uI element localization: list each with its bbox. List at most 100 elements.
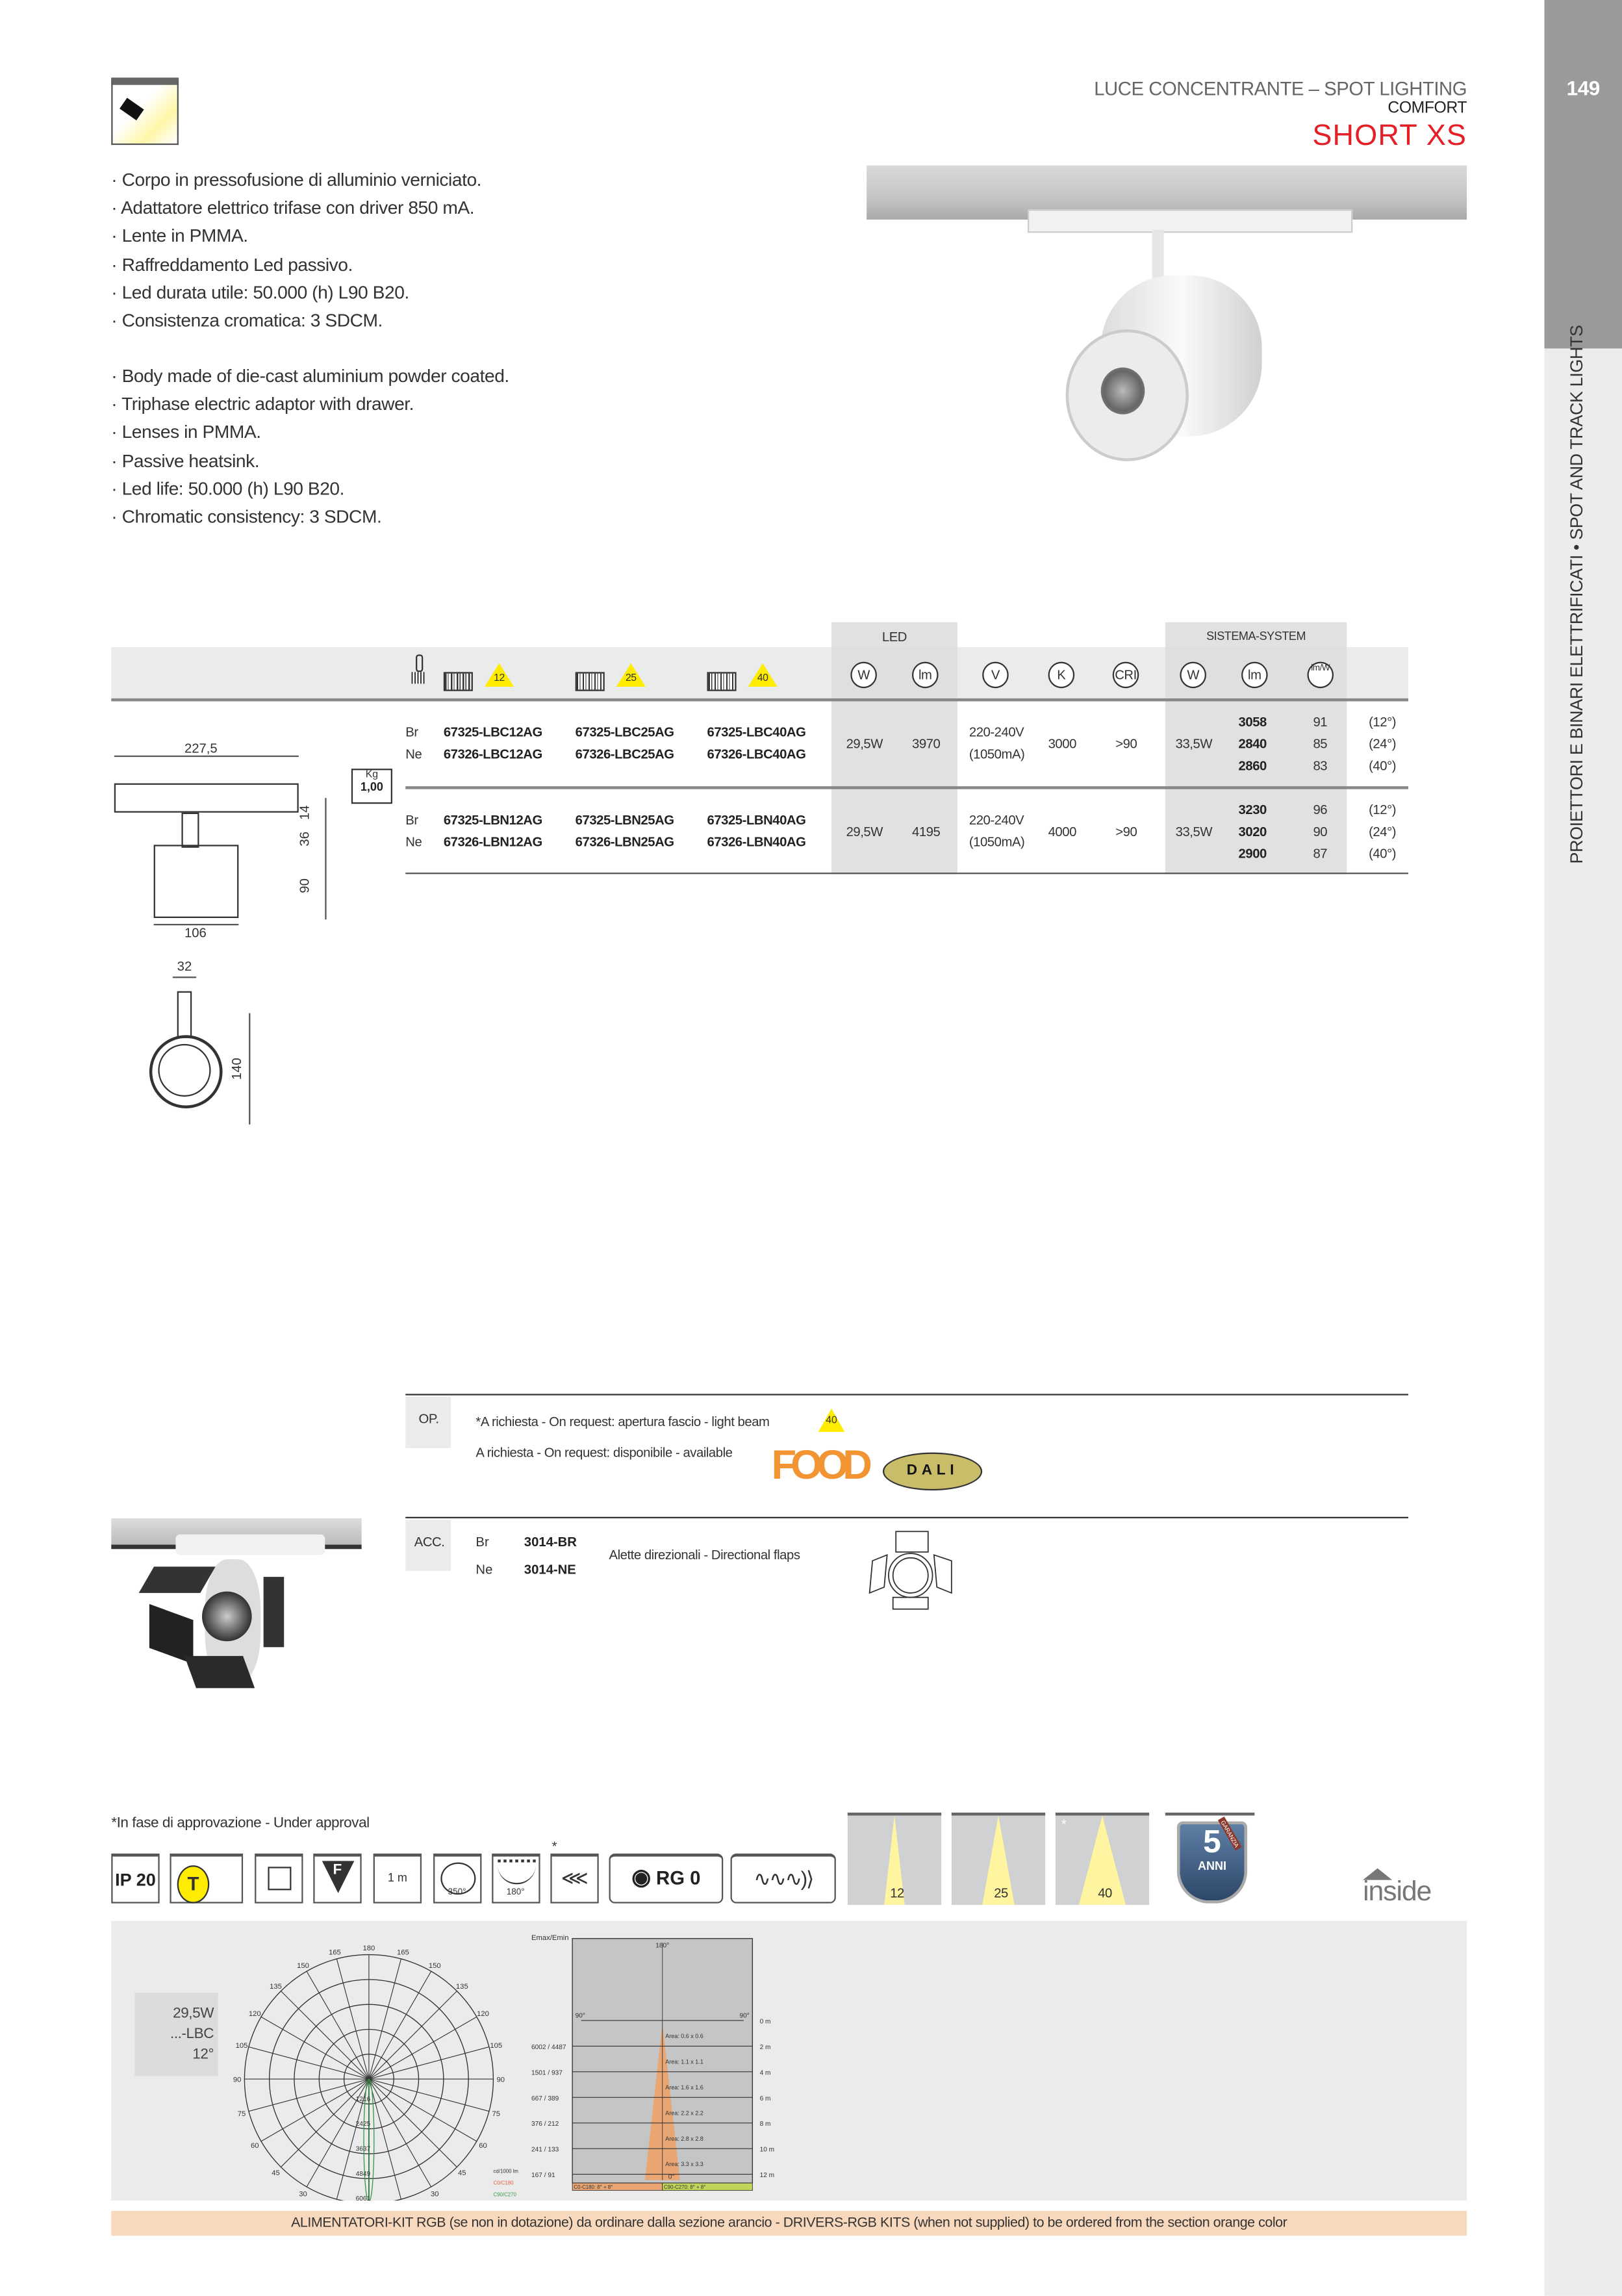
f-mark-icon: F (313, 1854, 362, 1904)
sidebar-strip (1544, 0, 1622, 2296)
color-temperature: 4000 (1048, 824, 1077, 839)
c0-legend: C0-C180: 8° + 8° (574, 2184, 613, 2190)
product-code: 67325-LBC25AG (575, 724, 674, 740)
system-group-label: SISTEMA-SYSTEM (1206, 630, 1306, 643)
cri: >90 (1115, 736, 1137, 752)
polar-angle-label: 90 (496, 2076, 505, 2084)
food-logo: FOOD (771, 1442, 872, 1488)
polar-angle-label: 30 (431, 2190, 439, 2198)
footer-note: ALIMENTATORI-KIT RGB (se non in dotazion… (111, 2210, 1467, 2236)
dim-length: 227,5 (184, 741, 218, 756)
polar-value-label: 4849 (356, 2171, 371, 2178)
inside-brand: inside (1363, 1877, 1432, 1908)
system-lumen: 3020 (1238, 824, 1267, 839)
beam-angle-label: 25 (625, 673, 637, 684)
feature-item-it: · Raffreddamento Led passivo. (111, 254, 353, 275)
finish-label: Ne (405, 746, 422, 761)
page-tab (1544, 0, 1622, 349)
beam-angle-icon (484, 663, 514, 687)
beam-diagram-40: 40 (1055, 1812, 1150, 1905)
emax-label: 376 / 212 (531, 2121, 559, 2128)
distance-icon: 1 m (373, 1854, 422, 1904)
photo-angle: 12° (192, 2047, 214, 2063)
polar-angle-label: 60 (479, 2142, 487, 2150)
system-lumen: 2840 (1238, 736, 1267, 752)
approval-star: * (551, 1839, 557, 1854)
warranty-badge: 5 ANNI GARANZIA (1165, 1812, 1255, 1905)
distance-label: 8 m (760, 2121, 771, 2128)
area-label: Area: 1.6 x 1.6 (665, 2084, 703, 2091)
feature-item-it: · Lente in PMMA. (111, 225, 248, 247)
polar-angle-label: 135 (456, 1983, 468, 1991)
legend-c90: C90/C270 (493, 2191, 516, 2197)
section-title: PROIETTORI E BINARI ELETTRIFICATI • SPOT… (1566, 325, 1587, 864)
warranty-number: 5 (1203, 1822, 1221, 1860)
photo-power: 29,5W (173, 2006, 214, 2022)
beam-label: 12 (890, 1885, 904, 1901)
acc-code: 3014-BR (524, 1534, 577, 1550)
distance-label: 12 m (760, 2172, 775, 2179)
product-code: 67326-LBC25AG (575, 746, 674, 761)
feature-item-en: · Triphase electric adaptor with drawer. (111, 394, 414, 415)
cri: >90 (1115, 824, 1137, 839)
polar-angle-label: 45 (272, 2169, 280, 2177)
isolux-top: 180° (655, 1942, 669, 1949)
product-code: 67325-LBN40AG (707, 812, 806, 828)
area-label: Area: 2.8 x 2.8 (665, 2136, 703, 2142)
beam-angle-label: 40 (757, 673, 768, 684)
unit-icon-lm: lm (1241, 661, 1268, 689)
beam-40-icon: 40 (818, 1408, 845, 1433)
finish-label: Ne (405, 834, 422, 850)
system-lumen: 2860 (1238, 758, 1267, 773)
unit-icon-w: W (1180, 661, 1206, 689)
isolux-zero: 0° (668, 2173, 675, 2180)
product-code: 67326-LBN25AG (575, 834, 674, 850)
polar-angle-label: 120 (477, 2010, 489, 2018)
options-available-text: A richiesta - On request: disponibile - … (475, 1445, 733, 1460)
product-code: 67325-LBC40AG (707, 724, 806, 740)
beam-angle: (40°) (1369, 758, 1397, 773)
polar-angle-label: 165 (329, 1949, 341, 1957)
feature-item-en: · Led life: 50.000 (h) L90 B20. (111, 478, 345, 500)
accessory-photo (111, 1518, 362, 1694)
polar-value-label: 2425 (356, 2121, 371, 2128)
unit-icon-lm: lm (911, 661, 939, 689)
polar-angle-label: 180 (363, 1945, 375, 1952)
distance-label: 4 m (760, 2069, 771, 2076)
dimmable-wave-icon: ∿∿∿)⟩ (730, 1854, 836, 1904)
category-title: LUCE CONCENTRANTE – SPOT LIGHTING (1094, 77, 1467, 100)
led-lumen: 3970 (911, 736, 941, 752)
eye-icon: ◉ (631, 1865, 651, 1891)
isolux-90-right: 90° (740, 2012, 750, 2019)
polar-units: cd/1000 lm (493, 2168, 518, 2174)
finish-label: Br (405, 724, 418, 740)
polar-angle-label: 150 (429, 1962, 441, 1970)
spot-category-icon (111, 77, 179, 146)
unit-icon-k: K (1048, 661, 1075, 689)
unit-icon-v: V (982, 661, 1009, 689)
inside-logo: inside (1363, 1868, 1480, 1909)
dim-width: 106 (184, 925, 207, 940)
c90-legend: C90-C270: 8° + 8° (664, 2184, 705, 2190)
efficacy: 83 (1313, 758, 1328, 773)
flaps-drawing-icon (868, 1531, 952, 1610)
subcategory-title: COMFORT (1388, 99, 1467, 118)
beam-angle-icon (748, 663, 778, 687)
acc-finish: Br (475, 1534, 489, 1550)
approval-note: *In fase di approvazione - Under approva… (111, 1815, 370, 1832)
system-power: 33,5W (1175, 824, 1213, 839)
product-code: 67326-LBN12AG (443, 834, 542, 850)
product-code: 67326-LBC12AG (443, 746, 542, 761)
beam-angle: (24°) (1369, 736, 1397, 752)
tilt-180-icon: 180° (492, 1854, 540, 1904)
beam-40-label: 40 (826, 1416, 837, 1427)
beam-cone (1078, 1815, 1126, 1905)
weight-label: Kg (365, 770, 379, 781)
weight-value: 1,00 (360, 780, 383, 794)
voltage: 220-240V (969, 724, 1024, 740)
beam-label: 40 (1098, 1885, 1112, 1901)
warranty-text: ANNI (1197, 1859, 1227, 1873)
feature-item-it: · Consistenza cromatica: 3 SDCM. (111, 310, 383, 331)
rotation-350-icon: 350° (433, 1854, 482, 1904)
